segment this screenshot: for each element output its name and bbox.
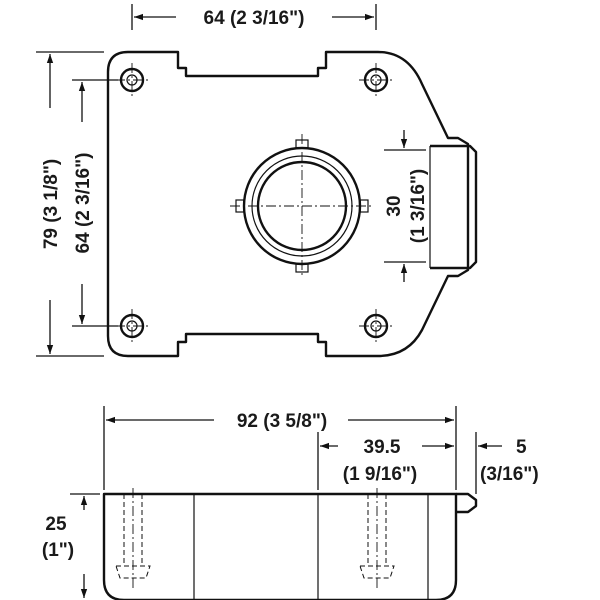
offset-inch-label: (1 9/16") bbox=[343, 464, 418, 485]
side-view: 92 (3 5/8") 39.5 (1 9/16") 5 (3/16") 25 … bbox=[42, 406, 539, 600]
opening-inch-label: (1 3/16") bbox=[408, 169, 429, 244]
outer-height-dimension: 79 (3 1/8") bbox=[36, 51, 104, 357]
side-latch-lip bbox=[456, 492, 478, 514]
top-view: 64 (2 3/16") 79 (3 1/8") 64 (2 3/16") 30… bbox=[36, 4, 478, 358]
lip-dimension: 5 (3/16") bbox=[475, 432, 539, 494]
screw-hole-bottom-left bbox=[115, 309, 149, 343]
side-screw-right bbox=[359, 488, 395, 590]
offset-dimension: 39.5 (1 9/16") bbox=[317, 432, 454, 490]
plate-outline bbox=[106, 50, 470, 358]
cylinder-opening bbox=[230, 134, 374, 278]
side-height-dimension: 25 (1") bbox=[42, 493, 100, 598]
opening-dimension: 30 (1 3/16") bbox=[384, 130, 429, 282]
overall-length-dimension: 92 (3 5/8") bbox=[103, 406, 457, 490]
screw-hole-top-left bbox=[115, 63, 149, 97]
overall-length-label: 92 (3 5/8") bbox=[237, 411, 327, 432]
side-height-inch-label: (1") bbox=[42, 540, 74, 561]
lip-inch-label: (3/16") bbox=[480, 464, 539, 485]
width-dimension-label: 64 (2 3/16") bbox=[204, 8, 305, 29]
side-body-outline bbox=[102, 492, 458, 600]
screw-hole-bottom-right bbox=[359, 309, 393, 343]
inner-height-label: 64 (2 3/16") bbox=[73, 153, 94, 254]
lip-value-label: 5 bbox=[516, 437, 527, 458]
latch-tongue bbox=[430, 144, 478, 270]
screw-hole-top-right bbox=[359, 63, 393, 97]
outer-height-label: 79 (3 1/8") bbox=[41, 159, 62, 249]
width-dimension: 64 (2 3/16") bbox=[131, 4, 377, 30]
opening-value-label: 30 bbox=[384, 195, 405, 216]
inner-height-dimension: 64 (2 3/16") bbox=[72, 79, 118, 327]
offset-value-label: 39.5 bbox=[364, 437, 401, 458]
side-height-value-label: 25 bbox=[45, 514, 67, 535]
side-screw-left bbox=[115, 488, 151, 590]
